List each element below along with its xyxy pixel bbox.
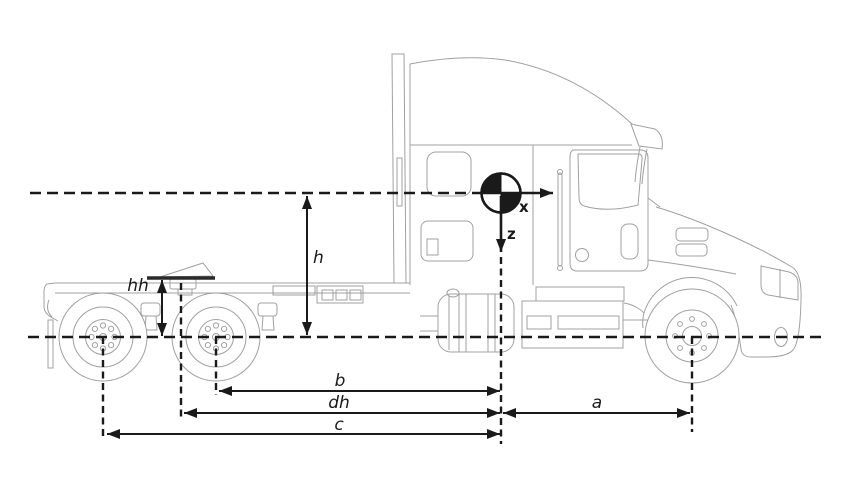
chassis-frame bbox=[43, 282, 410, 369]
windshield-edge bbox=[641, 148, 648, 185]
roofline bbox=[409, 57, 633, 125]
front-fender-arch bbox=[643, 276, 738, 314]
label-b: b bbox=[335, 371, 346, 391]
wheel-bolts bbox=[672, 316, 712, 356]
label-h: h bbox=[313, 248, 324, 268]
mud-flap bbox=[47, 319, 54, 369]
hood-side-line bbox=[647, 259, 737, 275]
label-hh: hh bbox=[127, 276, 149, 296]
hood-vent-upper bbox=[675, 227, 709, 242]
front-bumper bbox=[730, 266, 802, 358]
battery-box-step bbox=[521, 286, 648, 349]
a-pillar bbox=[634, 146, 641, 183]
spring-hanger-rear-2 bbox=[257, 302, 278, 331]
mudflap-hook bbox=[47, 299, 53, 318]
headlight bbox=[760, 265, 799, 301]
cowl-line bbox=[647, 197, 661, 208]
label-dh: dh bbox=[328, 393, 350, 413]
label-x-axis: x bbox=[519, 198, 529, 216]
label-c: c bbox=[334, 415, 344, 435]
rear-frame-horn bbox=[43, 282, 59, 322]
hood-top bbox=[655, 206, 793, 268]
sleeper-window bbox=[426, 151, 472, 197]
sun-visor bbox=[630, 123, 663, 150]
truck-drawing bbox=[43, 53, 802, 384]
fuel-tank bbox=[420, 288, 515, 353]
rocker-step bbox=[623, 302, 645, 314]
exhaust-stack bbox=[391, 53, 407, 284]
compartment-latch bbox=[426, 238, 439, 256]
door-outline bbox=[569, 149, 649, 272]
hood-front-end bbox=[623, 206, 802, 358]
door-handle bbox=[620, 223, 639, 260]
fifth-wheel bbox=[147, 262, 215, 296]
hood-vent-lower bbox=[675, 243, 708, 257]
grab-handle bbox=[557, 172, 563, 267]
label-z-axis: z bbox=[507, 225, 516, 243]
door-lock bbox=[575, 248, 589, 262]
fog-light bbox=[774, 327, 788, 347]
catwalk-deck bbox=[272, 285, 364, 304]
fifth-wheel-ramp bbox=[159, 262, 215, 278]
label-a: a bbox=[592, 393, 602, 413]
dimension-annotations: hh h b dh c a x z bbox=[28, 172, 822, 444]
door-window bbox=[577, 153, 643, 210]
cab bbox=[409, 57, 663, 285]
fuel-cap bbox=[446, 288, 460, 298]
sleeper-compartment-door bbox=[420, 220, 474, 262]
